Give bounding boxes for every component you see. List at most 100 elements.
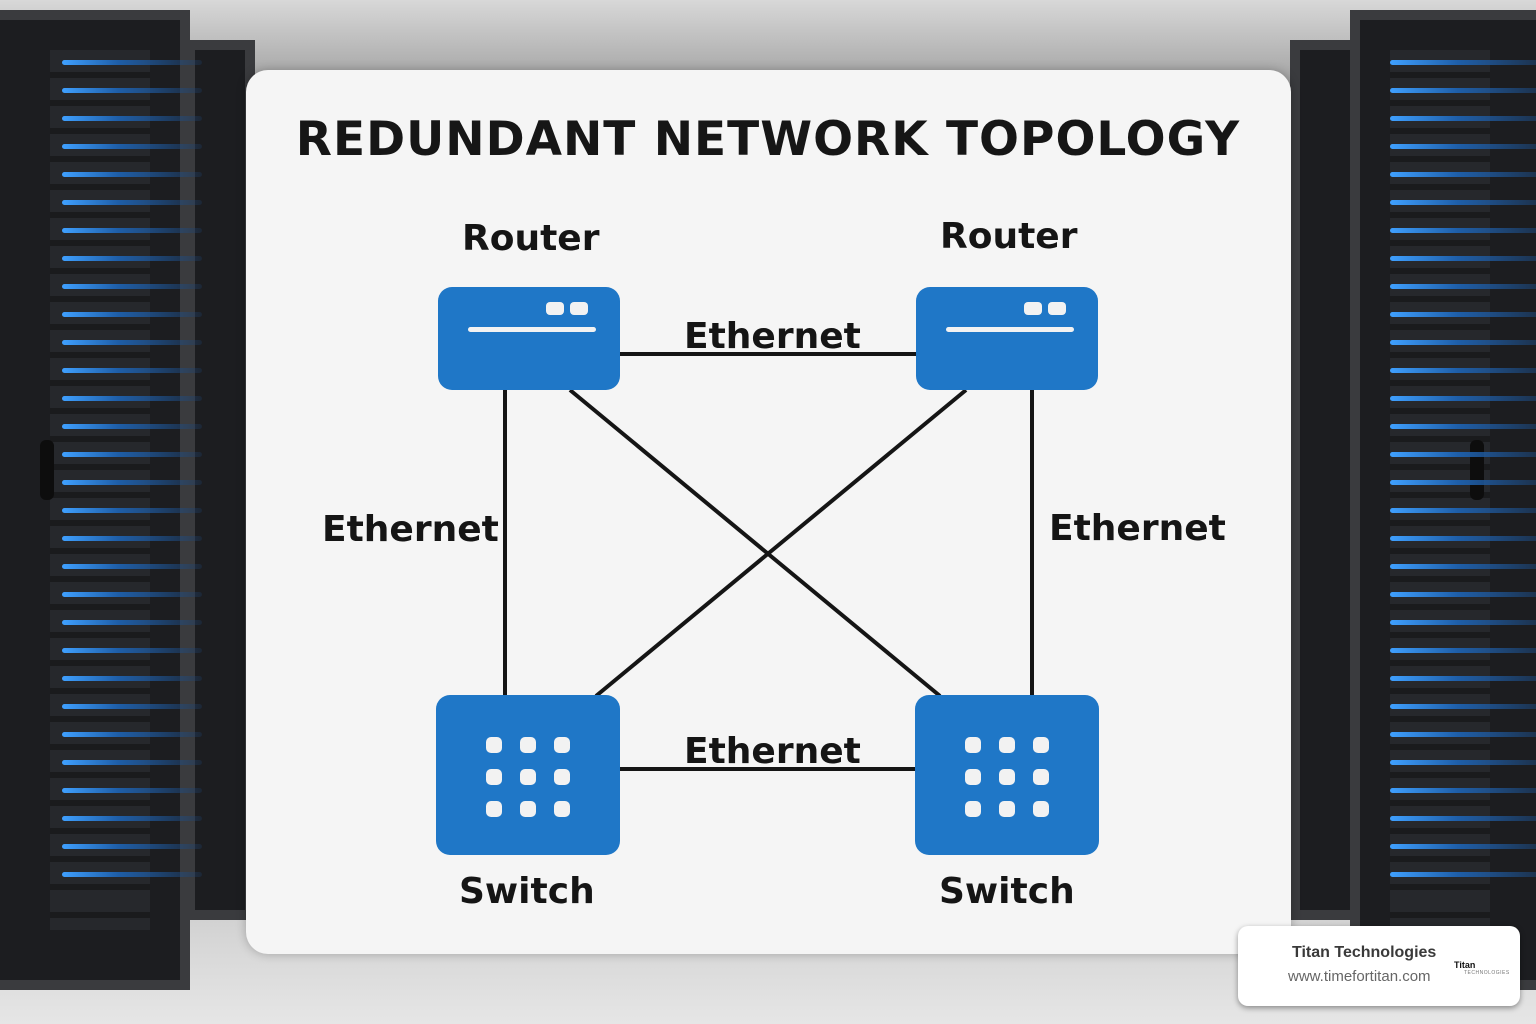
switch-port — [965, 769, 981, 785]
server-rack-right-2 — [1290, 40, 1360, 920]
switch-port — [999, 737, 1015, 753]
router-light — [570, 302, 588, 315]
switch-2-label: Switch — [939, 871, 1075, 912]
rack-led — [62, 396, 202, 401]
ceiling — [0, 0, 1536, 80]
rack-led — [1390, 844, 1536, 849]
switch-port — [486, 801, 502, 817]
rack-led — [1390, 760, 1536, 765]
switch-port — [554, 801, 570, 817]
company-name: Titan Technologies — [1292, 944, 1437, 961]
link-router1-switch2 — [568, 388, 942, 698]
rack-led — [1390, 592, 1536, 597]
rack-led — [1390, 88, 1536, 93]
rack-led — [62, 452, 202, 457]
link-label-left: Ethernet — [322, 509, 499, 550]
switch-port — [554, 737, 570, 753]
rack-led — [62, 256, 202, 261]
rack-led — [62, 424, 202, 429]
switch-port — [520, 769, 536, 785]
rack-led — [62, 844, 202, 849]
switch-port — [486, 737, 502, 753]
router-light — [1048, 302, 1066, 315]
switch-1-label: Switch — [459, 871, 595, 912]
rack-led — [62, 200, 202, 205]
rack-led — [62, 732, 202, 737]
rack-led — [1390, 788, 1536, 793]
server-rack-left — [0, 10, 190, 990]
router-2-label: Router — [940, 216, 1078, 257]
router-slot — [468, 327, 596, 332]
rack-led — [62, 116, 202, 121]
rack-led — [1390, 144, 1536, 149]
rack-led — [62, 88, 202, 93]
rack-led — [1390, 424, 1536, 429]
rack-led — [1390, 340, 1536, 345]
rack-led — [1390, 816, 1536, 821]
router-slot — [946, 327, 1074, 332]
rack-led — [1390, 396, 1536, 401]
rack-led — [1390, 312, 1536, 317]
router-light — [1024, 302, 1042, 315]
topology-card — [246, 70, 1291, 954]
rack-led — [62, 480, 202, 485]
link-label-top: Ethernet — [684, 316, 861, 357]
company-logo: Titan TECHNOLOGIES — [1454, 960, 1510, 976]
rack-led — [1390, 228, 1536, 233]
rack-led — [62, 676, 202, 681]
rack-led — [62, 704, 202, 709]
rack-led — [62, 508, 202, 513]
rack-led — [1390, 648, 1536, 653]
router-2-icon — [916, 287, 1098, 390]
rack-led — [62, 368, 202, 373]
rack-led — [62, 788, 202, 793]
brand-badge: Titan Technologies www.timefortitan.com … — [1238, 926, 1520, 1006]
diagram-title: REDUNDANT NETWORK TOPOLOGY — [295, 112, 1241, 167]
link-router2-switch1 — [594, 388, 968, 698]
router-1-label: Router — [462, 218, 600, 259]
rack-led — [1390, 60, 1536, 65]
rack-led — [62, 284, 202, 289]
rack-led — [1390, 256, 1536, 261]
rack-led — [1390, 452, 1536, 457]
switch-port — [999, 801, 1015, 817]
rack-led — [1390, 564, 1536, 569]
switch-port — [520, 737, 536, 753]
company-url: www.timefortitan.com — [1288, 968, 1431, 985]
switch-port — [520, 801, 536, 817]
rack-led — [1390, 172, 1536, 177]
switch-port — [554, 769, 570, 785]
switch-port — [1033, 769, 1049, 785]
switch-port — [999, 769, 1015, 785]
rack-led — [62, 620, 202, 625]
switch-port — [965, 801, 981, 817]
rack-led — [1390, 480, 1536, 485]
rack-led — [1390, 536, 1536, 541]
router-light — [546, 302, 564, 315]
switch-port — [486, 769, 502, 785]
link-label-right: Ethernet — [1049, 508, 1226, 549]
link-label-bottom: Ethernet — [684, 731, 861, 772]
rack-led — [62, 648, 202, 653]
rack-led — [1390, 704, 1536, 709]
switch-2-icon — [915, 695, 1099, 855]
rack-led — [1390, 676, 1536, 681]
rack-led — [1390, 872, 1536, 877]
logo-subtext: TECHNOLOGIES — [1464, 970, 1510, 976]
rack-led — [1390, 284, 1536, 289]
rack-led — [62, 172, 202, 177]
logo-text: Titan — [1454, 960, 1476, 970]
rack-led — [62, 312, 202, 317]
rack-led — [62, 564, 202, 569]
rack-led — [62, 228, 202, 233]
switch-port — [1033, 801, 1049, 817]
rack-led — [62, 60, 202, 65]
rack-led — [1390, 200, 1536, 205]
switch-1-icon — [436, 695, 620, 855]
rack-glass — [50, 50, 150, 930]
rack-led — [62, 760, 202, 765]
rack-led — [62, 536, 202, 541]
switch-port — [1033, 737, 1049, 753]
switch-port — [965, 737, 981, 753]
